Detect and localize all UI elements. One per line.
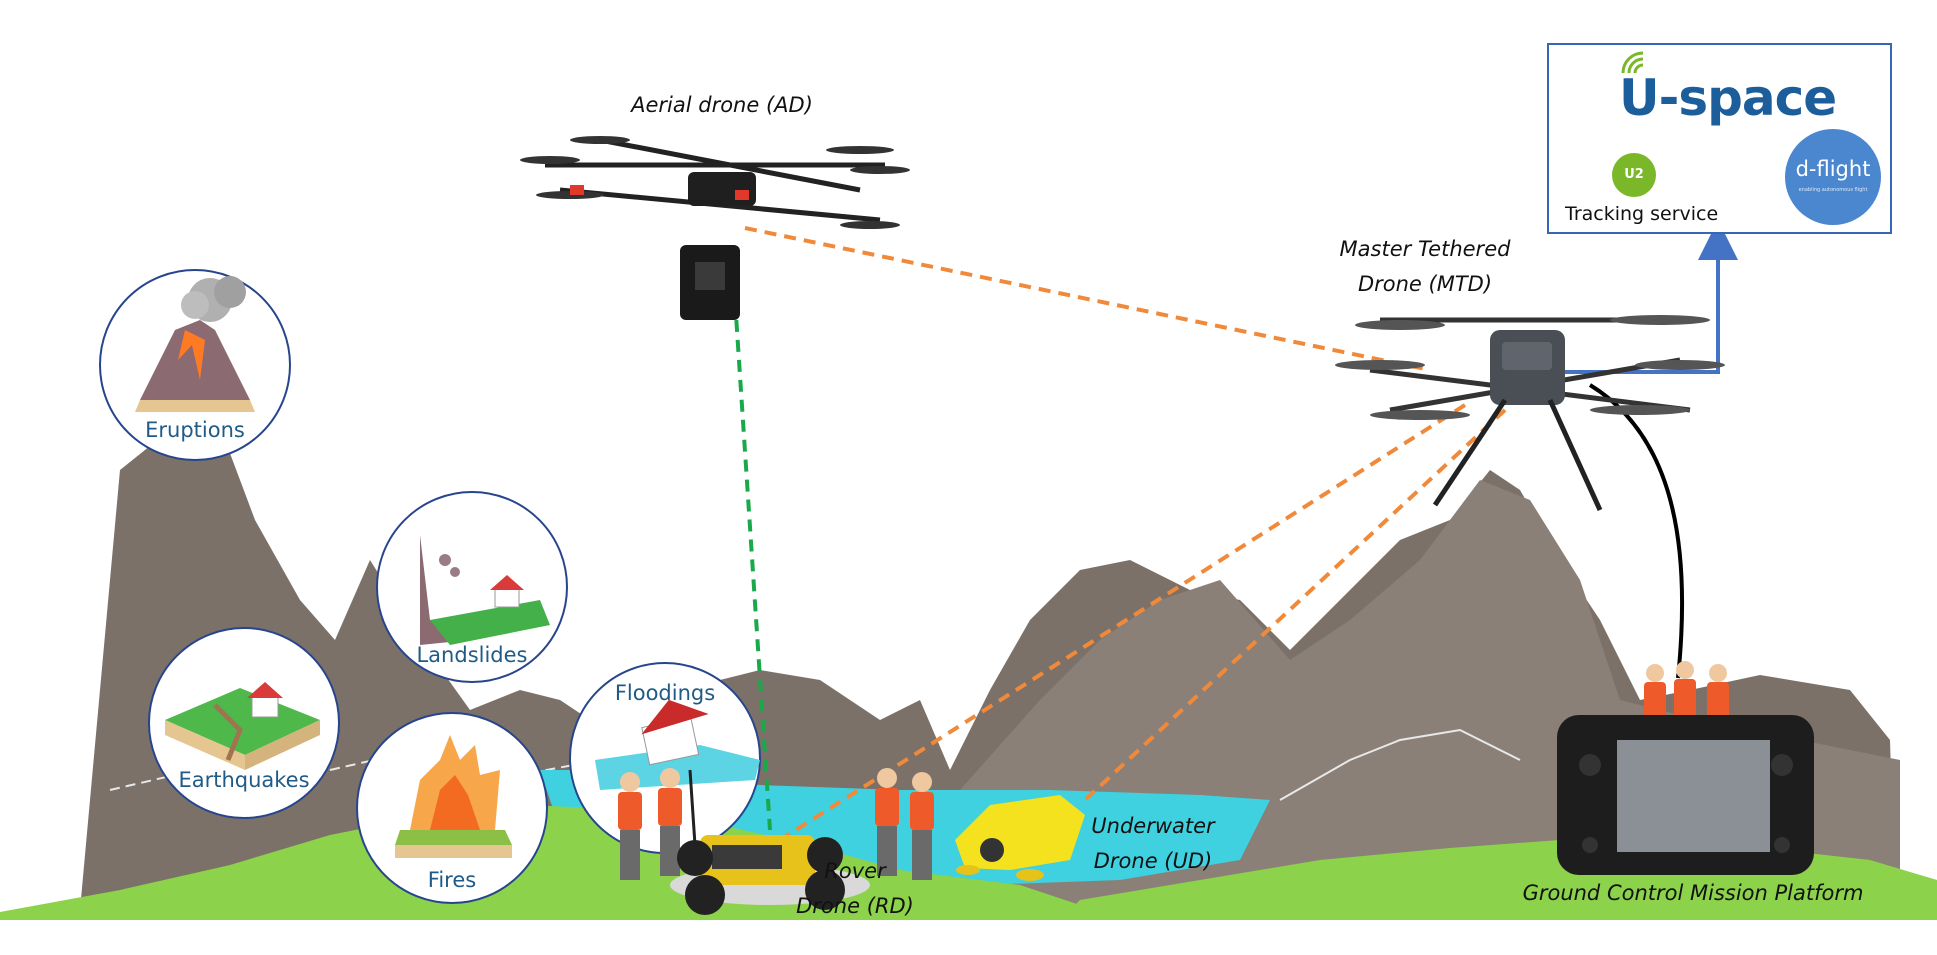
ground-control-platform	[1557, 661, 1814, 875]
dflight-logo-tagline: enabling autonomous flight	[1798, 187, 1868, 193]
floodings-label: Floodings	[615, 681, 715, 705]
master-tethered-drone	[1335, 315, 1725, 512]
link-ad-mtd	[744, 226, 1431, 372]
dflight-logo: d-flight enabling autonomous flight	[1785, 129, 1881, 225]
hazard-floodings: Floodings	[569, 662, 761, 854]
earthquake-icon	[165, 688, 320, 755]
hazard-eruptions: Eruptions	[99, 269, 291, 461]
rescuers-middle	[875, 768, 934, 880]
underwater-drone	[955, 795, 1085, 881]
rover-label-1: Rover	[824, 859, 887, 883]
rescuers-left	[618, 768, 682, 880]
underwater-label-2: Drone (UD)	[1094, 849, 1212, 873]
ground-control-label: Ground Control Mission Platform	[1523, 881, 1864, 905]
signal-icon	[1621, 51, 1644, 74]
link-mtd-ud	[1083, 408, 1507, 802]
master-drone-label-1: Master Tethered	[1340, 237, 1512, 261]
link-ad-rd	[733, 299, 772, 831]
control-screen	[1617, 740, 1770, 852]
uspace-panel: U-space U2 Tracking service d-flight ena…	[1547, 43, 1892, 234]
earthquakes-label: Earthquakes	[178, 768, 309, 792]
link-mtd-uspace	[1565, 220, 1738, 374]
eruptions-label: Eruptions	[145, 418, 245, 442]
link-mtd-rd	[778, 403, 1467, 842]
hazard-landslides: Landslides	[376, 491, 568, 683]
dflight-logo-text: d-flight	[1795, 157, 1871, 181]
hazard-fires: Fires	[356, 712, 548, 904]
tracking-service-label: Tracking service	[1565, 203, 1719, 225]
aerial-drone-label: Aerial drone (AD)	[629, 93, 813, 117]
aerial-drone	[520, 136, 910, 320]
rover-drone	[670, 769, 870, 915]
hazard-earthquakes: Earthquakes	[148, 627, 340, 819]
master-drone-label-2: Drone (MTD)	[1358, 272, 1492, 296]
underwater-label-1: Underwater	[1091, 814, 1216, 838]
uspace-title: U-space	[1619, 69, 1837, 127]
volcano-icon	[140, 320, 250, 400]
landslide-icon	[420, 535, 470, 645]
u2-badge: U2	[1612, 153, 1656, 197]
fires-label: Fires	[428, 868, 476, 892]
landslides-label: Landslides	[416, 643, 527, 667]
mountain-path-right	[1279, 728, 1521, 801]
rover-label-2: Drone (RD)	[796, 894, 914, 918]
